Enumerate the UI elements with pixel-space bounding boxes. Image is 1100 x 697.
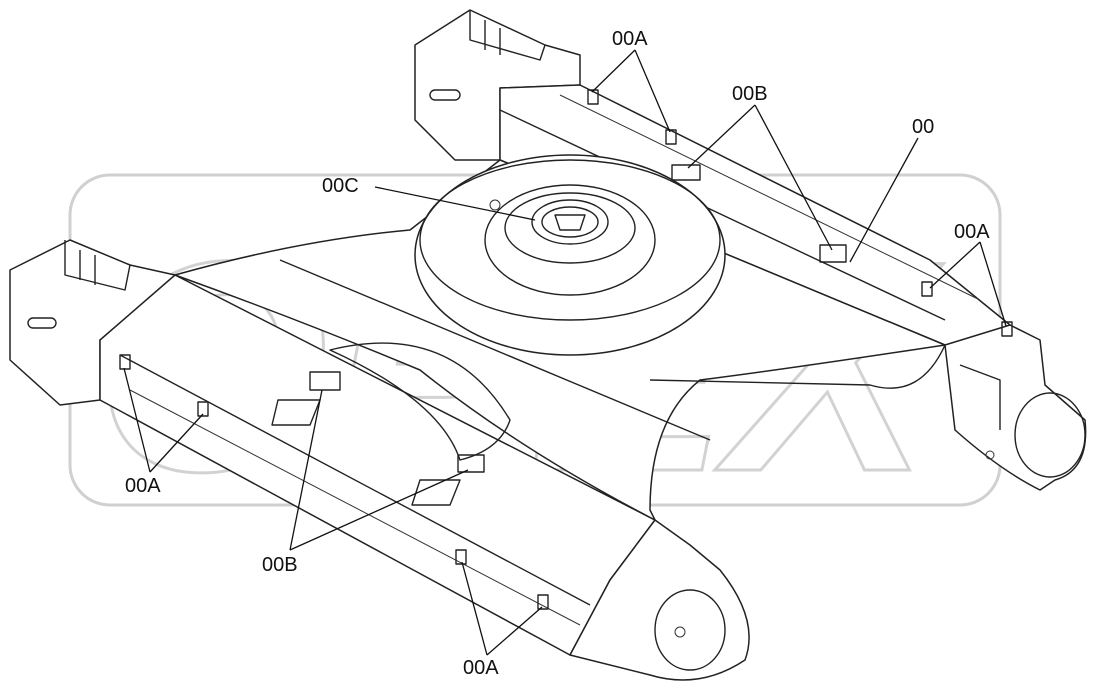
bottom-end-housing — [569, 519, 750, 681]
label-00a-left: 00A — [125, 475, 161, 497]
right-end-housing — [944, 324, 1087, 491]
label-00a-top: 00A — [612, 28, 648, 50]
slewing-ring — [414, 154, 726, 356]
leader-lines — [123, 49, 1007, 656]
label-00a-right: 00A — [954, 221, 990, 243]
label-00a-bottom: 00A — [463, 657, 499, 679]
label-00: 00 — [912, 116, 934, 138]
clip-markers — [119, 89, 1013, 610]
label-00c: 00C — [322, 175, 359, 197]
label-00b-top: 00B — [732, 83, 768, 105]
label-00b-bottom: 00B — [262, 554, 298, 576]
